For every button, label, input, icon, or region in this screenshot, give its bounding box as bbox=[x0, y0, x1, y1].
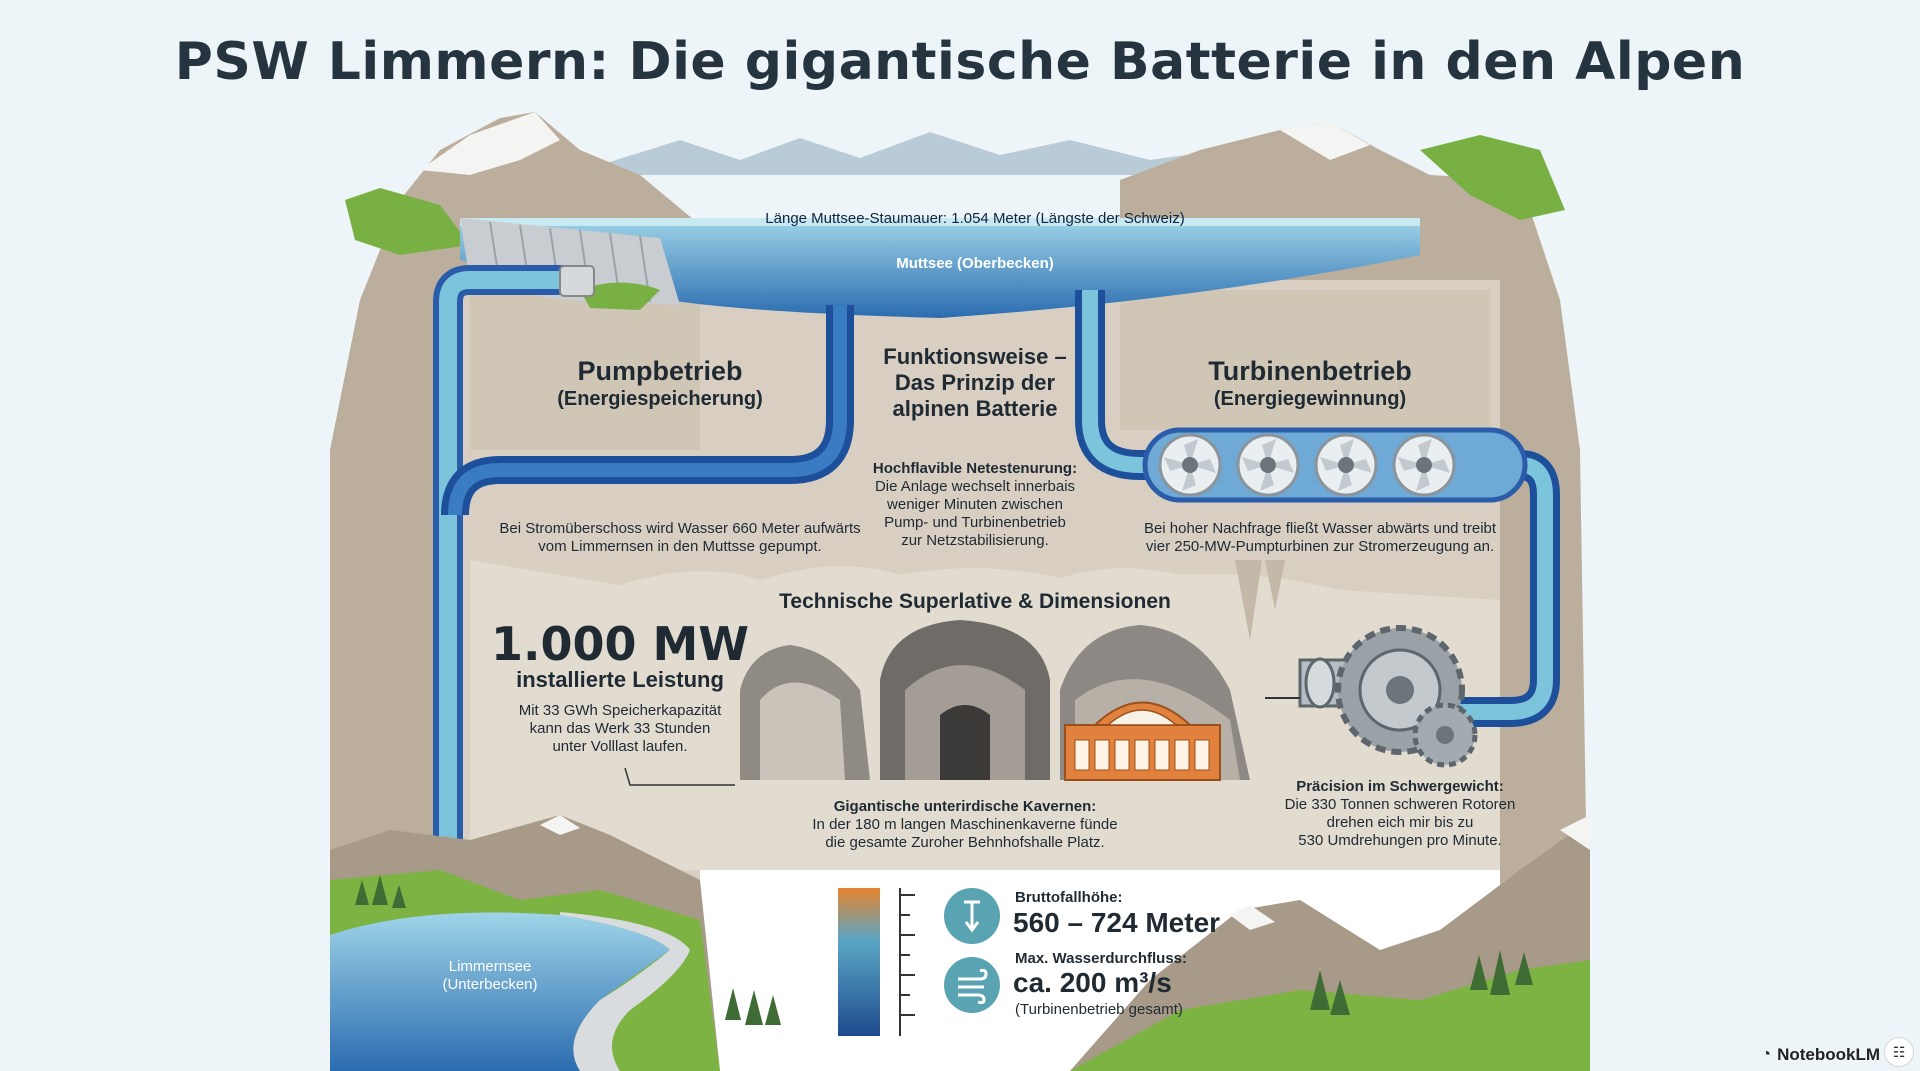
trees bbox=[355, 875, 1533, 1025]
turbine-2 bbox=[1236, 433, 1300, 497]
height-icon bbox=[944, 888, 1000, 944]
pump-description: Bei Stromüberschoss wird Wasser 660 Mete… bbox=[499, 520, 861, 555]
superlatives-title: Technische Superlative & Dimensionen bbox=[779, 590, 1171, 613]
head-value: 560 – 724 Meter bbox=[1013, 907, 1221, 938]
turbine-heading: Turbinenbetrieb bbox=[1208, 356, 1412, 386]
power-value: 1.000 MW bbox=[490, 617, 750, 671]
precision-text: Präcision im Schwergewicht: Die 330 Tonn… bbox=[1284, 778, 1516, 849]
turbine-3 bbox=[1314, 433, 1378, 497]
page-title: PSW Limmern: Die gigantische Batterie in… bbox=[174, 32, 1746, 92]
dam-length-label: Länge Muttsee-Staumauer: 1.054 Meter (Lä… bbox=[765, 210, 1185, 227]
generator-gears bbox=[1298, 625, 1478, 768]
pump-heading: Pumpbetrieb bbox=[577, 356, 743, 386]
turbine-1 bbox=[1158, 433, 1222, 497]
upper-reservoir-label: Muttsee (Oberbecken) bbox=[896, 255, 1054, 272]
brand-logo: ◔ NotebookLM bbox=[1761, 1045, 1880, 1064]
height-scale-bar bbox=[838, 888, 880, 1036]
turbine-4 bbox=[1392, 433, 1456, 497]
power-label: installierte Leistung bbox=[516, 667, 724, 692]
grass-left-top bbox=[345, 188, 470, 255]
chat-icon: ☷ bbox=[1892, 1043, 1906, 1060]
flow-note: (Turbinenbetrieb gesamt) bbox=[1015, 1001, 1183, 1018]
distant-mountains bbox=[600, 132, 1260, 175]
flow-value: ca. 200 m³/s bbox=[1013, 967, 1172, 998]
flow-label: Max. Wasserdurchfluss: bbox=[1015, 950, 1187, 967]
station-hall bbox=[1064, 701, 1221, 781]
flow-icon bbox=[944, 957, 1000, 1013]
head-label: Bruttofallhöhe: bbox=[1015, 889, 1123, 906]
turbine-subheading: (Energiegewinnung) bbox=[1213, 388, 1407, 410]
flex-control-text: Hochflavible Netestenurung: Die Anlage w… bbox=[872, 460, 1078, 549]
pump-subheading: (Energiespeicherung) bbox=[557, 388, 763, 410]
assistant-button[interactable]: ☷ bbox=[1884, 1037, 1914, 1067]
lower-reservoir-label: Limmernsee(Unterbecken) bbox=[442, 958, 538, 993]
limmernsee-lake bbox=[330, 912, 670, 1071]
muttsee-lake bbox=[460, 218, 1420, 318]
turbine-description: Bei hoher Nachfrage fließt Wasser abwärt… bbox=[1143, 520, 1497, 555]
grass-right-top bbox=[1420, 135, 1565, 220]
cavern-text: Gigantische unterirdische Kavernen: In d… bbox=[812, 798, 1118, 851]
notebook-logo-icon: ◔ bbox=[1761, 1046, 1772, 1063]
